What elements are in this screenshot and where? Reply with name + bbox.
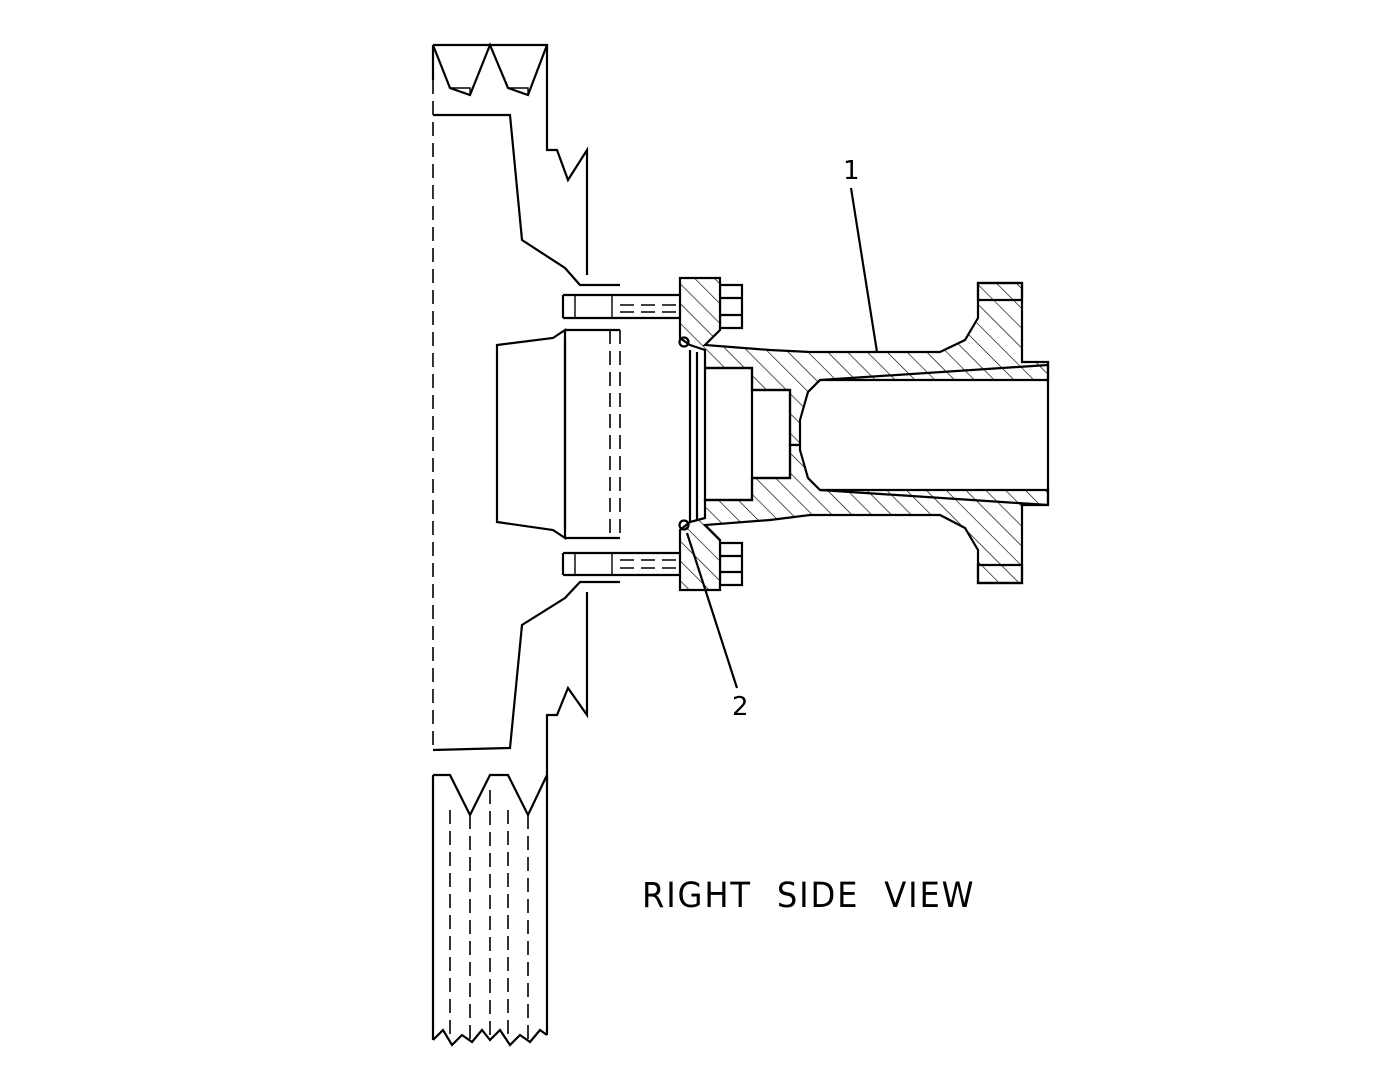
callout-label-1: 1 [843, 156, 860, 186]
view-title: RIGHT SIDE VIEW [642, 876, 976, 916]
housing-part-1 [678, 276, 1050, 592]
lower-bolt [561, 541, 744, 587]
pulley [431, 42, 621, 1047]
callout-label-2: 2 [732, 692, 749, 722]
leader-line-1 [849, 187, 879, 353]
leader-lines [685, 187, 879, 689]
leader-line-2 [685, 532, 739, 689]
